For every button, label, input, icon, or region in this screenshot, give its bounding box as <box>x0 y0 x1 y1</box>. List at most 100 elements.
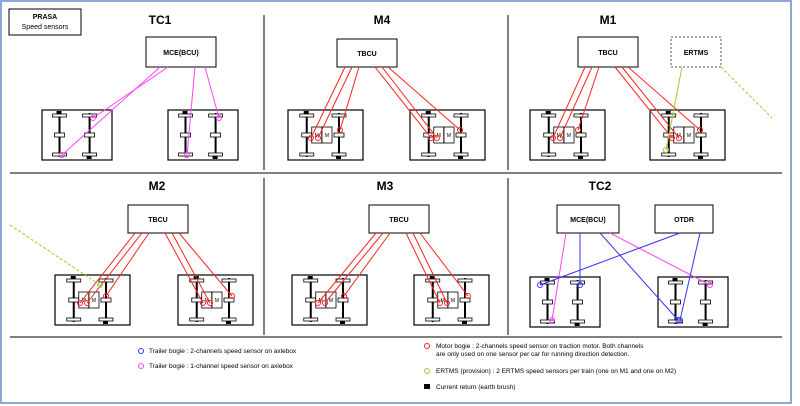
trailer-1ch-speed-sensor <box>707 282 713 288</box>
axle-hub <box>572 299 583 305</box>
wheel <box>457 317 473 322</box>
panel-title: M2 <box>149 179 166 193</box>
box-label: TBCU <box>389 217 408 224</box>
red-wires <box>317 232 469 304</box>
earth-brush <box>86 156 92 159</box>
motor-label: M <box>325 133 329 139</box>
wheel <box>208 152 224 157</box>
box-label: MCE(BCU) <box>570 217 605 224</box>
axle-hub <box>301 132 313 138</box>
motor-label: M <box>92 298 96 304</box>
blue-sensor-icon <box>138 348 144 354</box>
traction-motor <box>211 291 223 309</box>
motor-speed-sensor <box>200 300 206 306</box>
axle-hub <box>695 132 707 138</box>
trailer-1ch-speed-sensor <box>184 152 190 158</box>
motor-speed-sensor <box>465 293 471 299</box>
wheel <box>331 152 347 157</box>
motor-label: M <box>82 298 86 304</box>
trailer-1ch-speed-sensor <box>90 115 96 121</box>
motor-speed-sensor <box>229 293 235 299</box>
header-line-2: Speed sensors <box>22 24 69 31</box>
box-label: MCE(BCU) <box>163 50 198 57</box>
bogie-frame <box>529 276 601 328</box>
legend-text: Trailer bogie : 1-channel speed sensor o… <box>149 363 294 370</box>
traction-motor <box>325 291 337 309</box>
panel-title: TC1 <box>149 13 172 27</box>
motor-speed-sensor <box>337 127 343 133</box>
motor-speed-sensor <box>207 300 213 306</box>
earth-brush <box>458 156 463 159</box>
motor-speed-sensor <box>103 293 109 299</box>
wheel <box>453 113 469 118</box>
trailer-2ch-speed-sensor <box>577 282 583 288</box>
wheel <box>453 152 469 157</box>
wheel <box>541 152 557 157</box>
wheel <box>698 319 713 324</box>
earth-brush <box>665 111 671 114</box>
legend-item-trailer-1ch: Trailer bogie : 1-channel speed sensor o… <box>138 363 294 370</box>
wheel <box>66 317 82 322</box>
earth-brush <box>544 278 550 281</box>
legend-text: Motor bogie : 2-channels speed sensor on… <box>436 343 644 350</box>
motor-speed-sensor <box>575 127 581 133</box>
axle-hub <box>543 132 555 138</box>
wheel <box>425 278 441 283</box>
traction-motor <box>321 126 333 144</box>
motor-speed-sensor <box>341 293 347 299</box>
tbcu-box <box>127 204 189 234</box>
wheel <box>335 317 351 322</box>
axle-hub <box>455 132 467 138</box>
legend-text: Current return (earth brush) <box>436 384 515 391</box>
panel-tc1: TC1 MCE(BCU) <box>41 13 239 161</box>
wheel <box>303 317 319 322</box>
red-wires <box>79 232 233 304</box>
ertms-wires <box>665 66 773 151</box>
motor-speed-sensor <box>676 135 682 141</box>
wheel <box>331 113 347 118</box>
magenta-wires <box>551 232 711 321</box>
bogie-frame <box>657 276 729 328</box>
red-sensor-icon <box>424 343 430 349</box>
panel-title: TC2 <box>589 179 612 193</box>
otdr-box <box>654 204 714 234</box>
earth-brush <box>578 156 583 159</box>
wheel <box>661 152 677 157</box>
wheel <box>668 280 683 285</box>
motor-speed-sensor <box>697 127 703 133</box>
axle-hub <box>459 297 471 303</box>
green-sensor-icon <box>424 368 430 374</box>
box-label: ERTMS <box>684 50 709 57</box>
motor-speed-sensor <box>308 135 314 141</box>
panel-title: M3 <box>377 179 394 193</box>
earth-brush <box>303 111 309 114</box>
trailer-bogie-left <box>529 276 601 328</box>
motor-label: M <box>215 298 219 304</box>
wheel <box>421 113 437 118</box>
header-line-1: PRASA <box>33 14 58 21</box>
trailer-2ch-speed-sensor <box>677 317 683 323</box>
earth-brush-icon <box>424 384 430 389</box>
legend-item-ertms: ERTMS (provision) : 2 ERTMS speed sensor… <box>424 368 676 375</box>
bogie-frame <box>167 109 239 161</box>
axle-hub <box>68 297 80 303</box>
panel-title: M1 <box>600 13 617 27</box>
wheel <box>541 113 557 118</box>
trailer-bogie-left <box>41 109 113 161</box>
legend: Trailer bogie : 2-channels speed sensor … <box>138 343 676 391</box>
earth-brush <box>56 111 62 114</box>
mce-bcu-box <box>145 36 217 68</box>
legend-text: are only used on one sensor per car for … <box>436 351 630 358</box>
earth-brush <box>702 323 708 326</box>
wheel <box>693 113 709 118</box>
tbcu-box <box>368 204 430 234</box>
motor-label: M <box>451 298 455 304</box>
wheel <box>457 278 473 283</box>
ertms-speed-sensor <box>663 147 669 153</box>
earth-brush <box>672 278 678 281</box>
traction-motor <box>563 126 575 144</box>
